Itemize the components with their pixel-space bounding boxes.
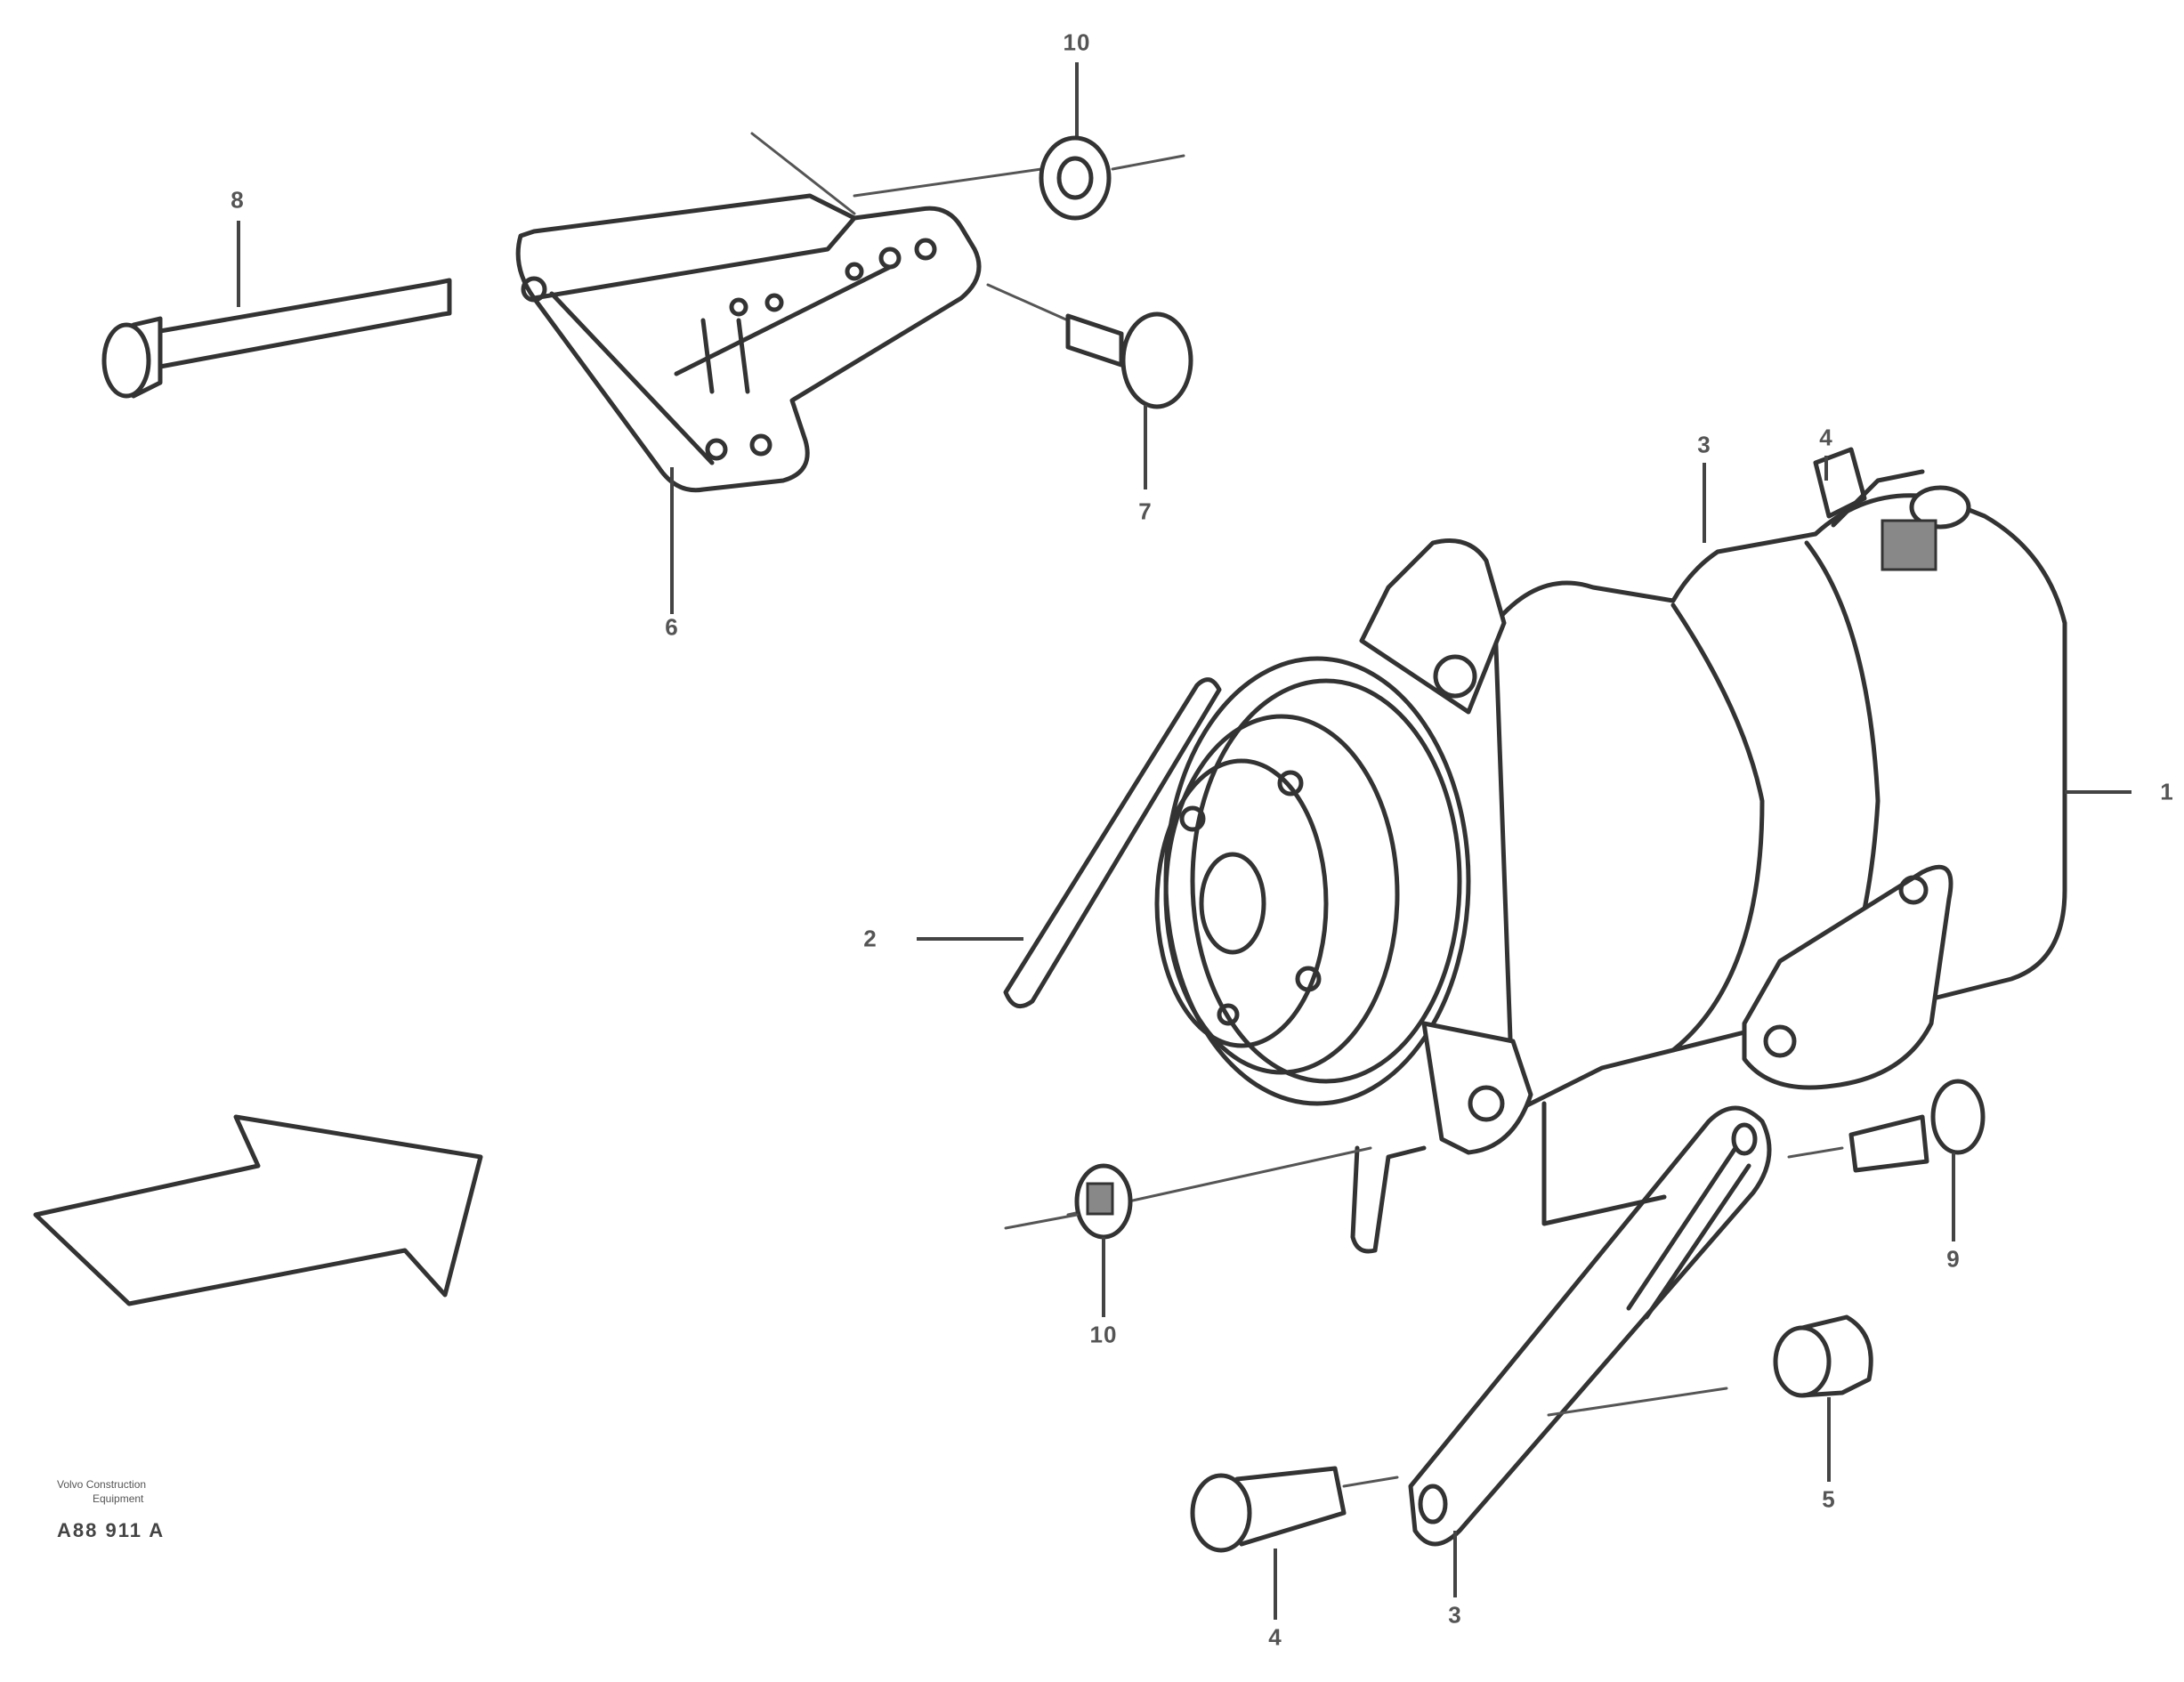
callout-label: 1 [2160, 778, 2174, 805]
publisher-line-2: Equipment [93, 1492, 144, 1505]
bolt-9-part [1787, 1079, 1986, 1241]
callout-label: 7 [1138, 497, 1153, 525]
callout-label: 8 [231, 186, 245, 214]
bolt-7-part [986, 283, 1193, 489]
sleeve-part [1773, 1314, 1873, 1482]
long-bolt-part [101, 221, 452, 399]
callout-label: 6 [665, 613, 679, 641]
callout-label: 3 [1697, 431, 1711, 458]
callout-label: 5 [1822, 1485, 1836, 1513]
callout-label: 10 [1063, 28, 1091, 56]
drawing-code: A88 911 A [57, 1519, 166, 1541]
callout-label: 10 [1089, 1321, 1118, 1348]
callout-label: 4 [1268, 1623, 1282, 1651]
nut-bottom-part [1004, 1163, 1133, 1317]
callout-label: 9 [1946, 1245, 1961, 1273]
bolt-4-part [1190, 1466, 1399, 1620]
drawing-reference-block: Volvo Construction Equipment A88 911 A [57, 1477, 166, 1541]
callout-label: 4 [1819, 424, 1833, 451]
pipe-part [917, 677, 1222, 1009]
tension-arm-part [1408, 1101, 1772, 1597]
callout-label: 2 [863, 925, 878, 952]
callout-label: 3 [1448, 1601, 1462, 1629]
publisher-line: Volvo Construction [57, 1478, 147, 1491]
nut-top-part [1039, 62, 1185, 221]
upper-bracket-part [515, 132, 1043, 614]
direction-arrow-icon [33, 1114, 483, 1306]
compressor-part [1154, 447, 2131, 1155]
